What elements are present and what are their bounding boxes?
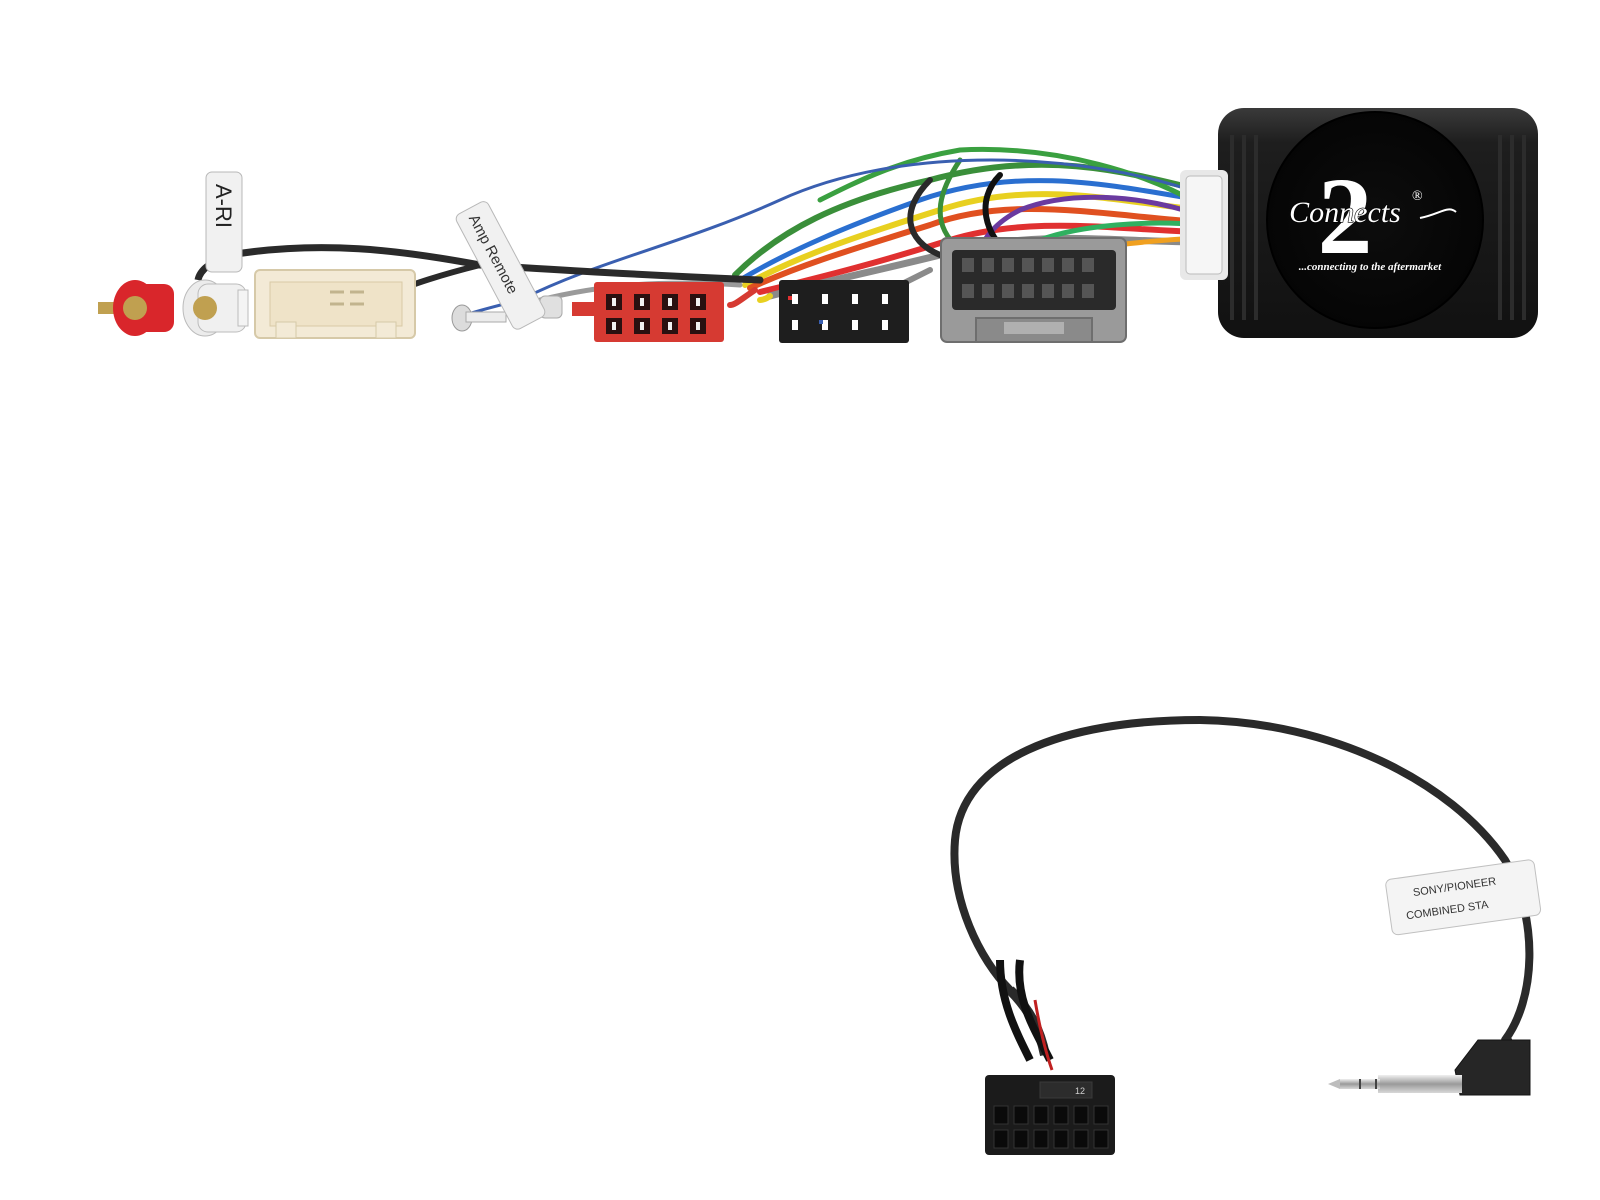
module-tagline: ...connecting to the aftermarket — [1299, 261, 1442, 273]
iso-power-connector-icon — [572, 282, 724, 342]
rca-plug-white-icon — [182, 279, 249, 337]
rca-plug-red-icon — [98, 280, 174, 336]
module-logo-script: Connects — [1289, 196, 1401, 229]
amp-remote-lead: Amp Remote — [451, 201, 563, 332]
rca-tag-text: A-RI — [211, 184, 236, 228]
main-harness: 2 Connects ® ...connecting to the afterm… — [98, 108, 1538, 343]
rca-tag — [205, 171, 243, 273]
multipin-plug-icon: 12 — [985, 1075, 1115, 1155]
jack-plug-icon — [1328, 1038, 1531, 1096]
lead-tag: SONY/PIONEER COMBINED STA — [1385, 859, 1542, 936]
module-registered-mark: ® — [1412, 189, 1423, 204]
rca-lead: A-RI — [98, 171, 249, 337]
iso-speaker-connector-icon — [779, 280, 909, 343]
cream-plug-icon — [254, 269, 416, 339]
plug-pin-label: 12 — [1075, 1086, 1085, 1096]
interface-module-icon: 2 Connects ® ...connecting to the afterm… — [1180, 108, 1538, 338]
vehicle-plug-icon — [940, 237, 1127, 343]
amp-remote-tag — [455, 201, 546, 330]
module-logo-numeral: 2 — [1318, 155, 1373, 277]
patch-lead: SONY/PIONEER COMBINED STA 12 — [950, 715, 1542, 1155]
